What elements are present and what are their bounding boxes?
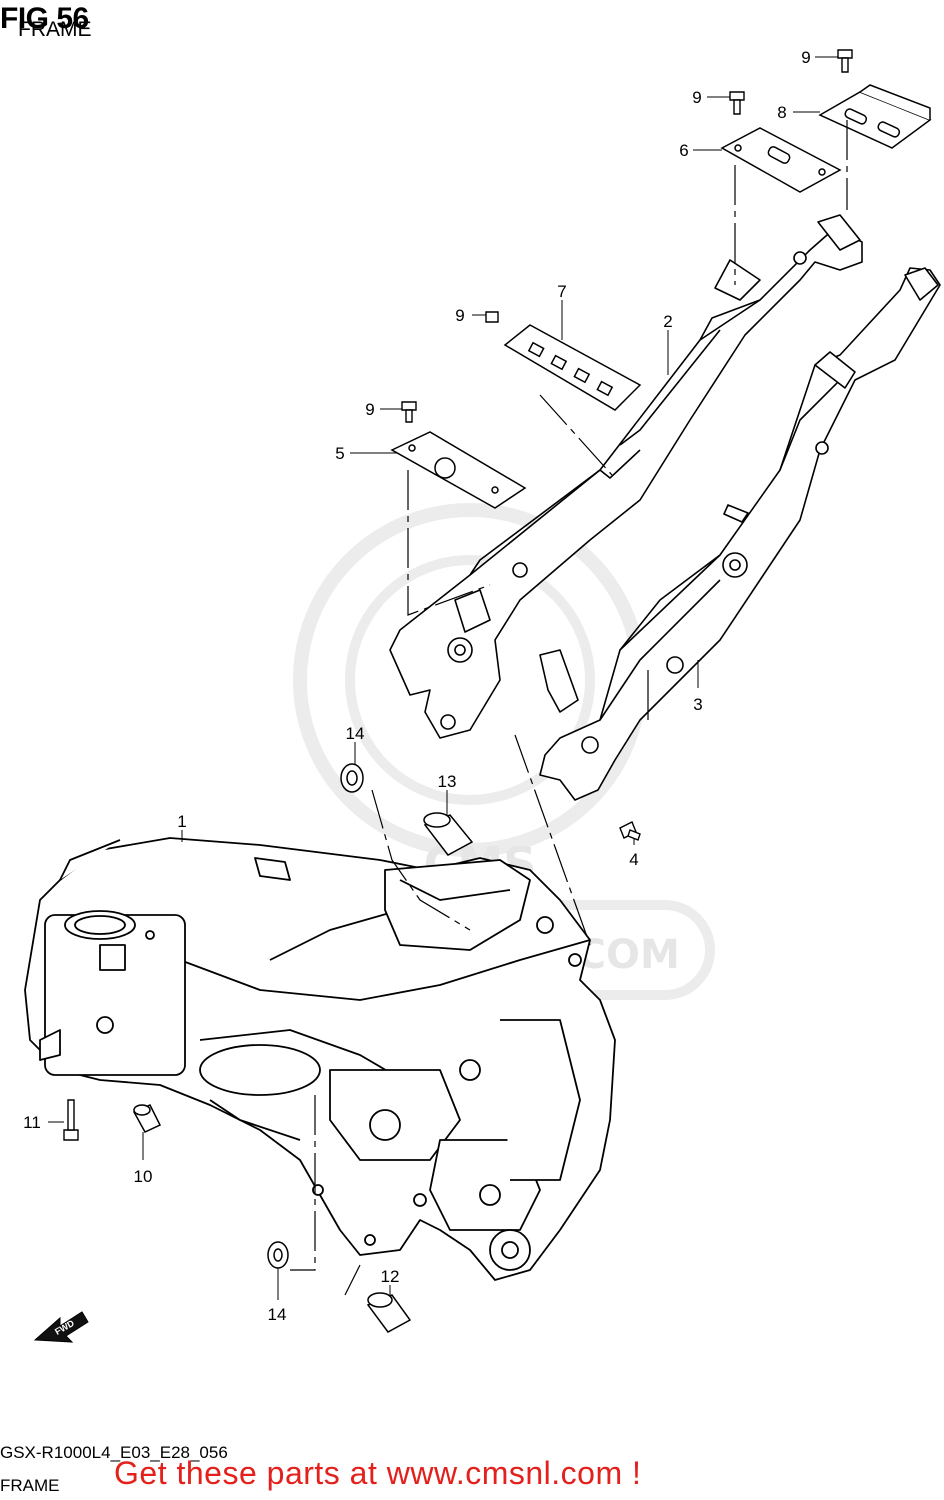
main-frame: [24, 837, 616, 1281]
callout-13: 13: [438, 772, 457, 791]
callout-4: 4: [629, 850, 638, 869]
callout-9-top: 9: [801, 48, 810, 67]
callout-3: 3: [693, 695, 702, 714]
callout-9-middle: 9: [455, 306, 464, 325]
seat-rail-right: [539, 267, 941, 801]
bracket-8: [818, 84, 932, 149]
collar-12: [366, 1292, 412, 1333]
figure-subtitle: FRAME: [18, 18, 92, 41]
callout-7: 7: [557, 282, 566, 301]
callout-9-upper: 9: [692, 88, 701, 107]
callout-labels: 1 2 3 4 5 6 7 8 9 9 9 9 10 11 12 13 14 1…: [23, 48, 811, 1324]
leader-lines: [48, 56, 838, 1300]
collar-10: [132, 1104, 162, 1133]
callout-11: 11: [23, 1113, 41, 1132]
bracket-5: [390, 431, 527, 509]
bolt-9: [401, 49, 853, 841]
callout-14-upper: 14: [346, 724, 365, 743]
callout-5: 5: [335, 444, 344, 463]
seat-rail-left: [389, 214, 863, 739]
fwd-arrow-icon: FWD: [33, 1311, 89, 1343]
bolt-11: [63, 1099, 79, 1141]
callout-10: 10: [134, 1167, 153, 1186]
assembly-lines: [290, 120, 848, 1296]
callout-8: 8: [777, 103, 786, 122]
callout-6: 6: [679, 141, 688, 160]
callout-1: 1: [177, 812, 186, 831]
callout-14-lower: 14: [268, 1305, 287, 1324]
figure-title: FIG 56: [0, 2, 89, 35]
collar-13: [423, 812, 474, 856]
bracket-6: [720, 127, 842, 193]
bracket-7: [503, 324, 642, 411]
callout-12: 12: [381, 1267, 400, 1286]
promo-link[interactable]: Get these parts at www.cmsnl.com !: [114, 1455, 642, 1491]
callout-9-lower: 9: [365, 400, 374, 419]
bushing-14: [267, 763, 364, 1269]
diagram-caption: FRAME: [0, 1476, 60, 1495]
diagram-code: GSX-R1000L4_E03_E28_056: [0, 1443, 228, 1462]
callout-2: 2: [663, 312, 672, 331]
